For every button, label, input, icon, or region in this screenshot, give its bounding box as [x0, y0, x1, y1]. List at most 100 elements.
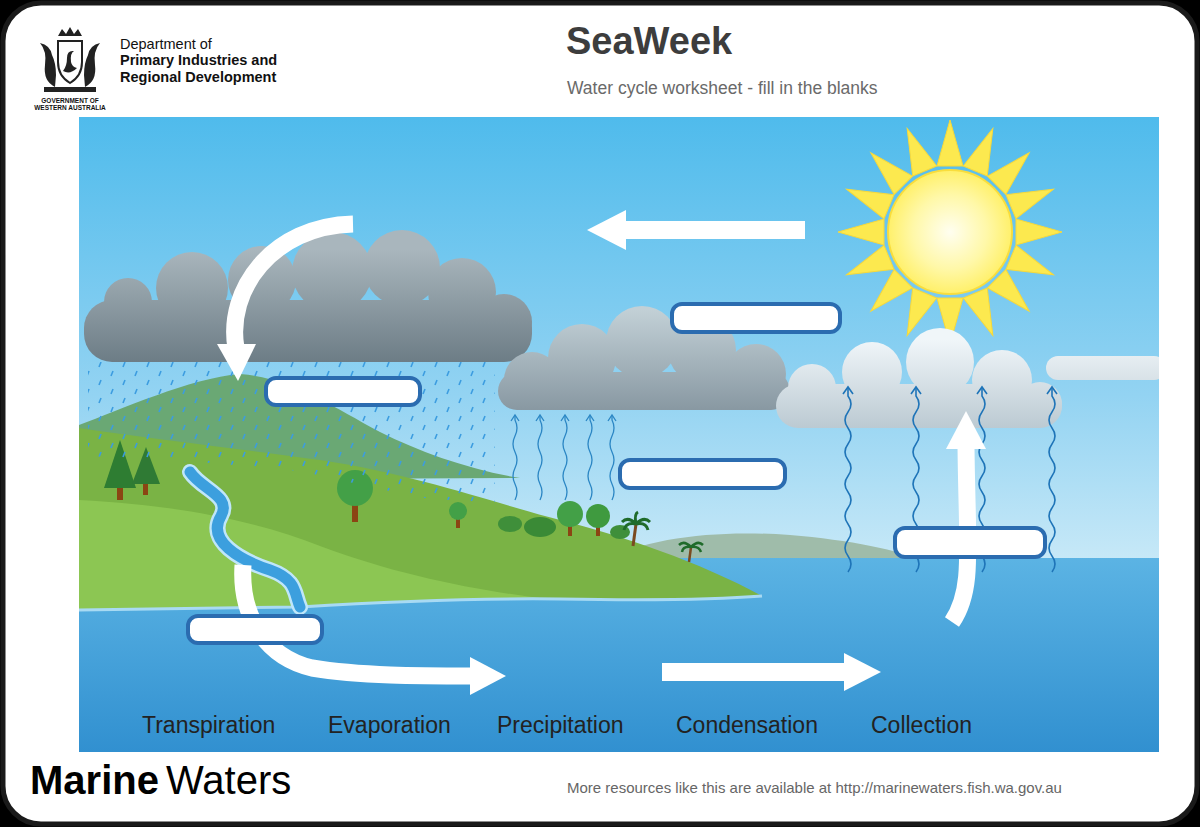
- answer-blank: [672, 304, 840, 332]
- round-tree: [449, 502, 467, 520]
- vapour-arrowhead: [561, 415, 569, 421]
- crest-kangaroo: [84, 43, 100, 87]
- arrow-shaft: [662, 663, 846, 681]
- rain: [88, 362, 495, 502]
- rain-cloud: [84, 230, 532, 362]
- crest-scroll: [44, 87, 96, 92]
- cloud-part: [476, 294, 532, 350]
- sun-ray: [862, 144, 913, 195]
- palm-trunk: [689, 547, 691, 562]
- vapour-line: [1049, 388, 1055, 572]
- word-bank-term: Condensation: [676, 712, 818, 738]
- government-text: GOVERNMENT OF WESTERN AUSTRALIA: [27, 97, 113, 111]
- answer-blank: [620, 460, 785, 488]
- sun-disc: [888, 170, 1012, 294]
- cloud-part: [606, 306, 678, 378]
- vapour-line: [513, 416, 517, 500]
- arrow-shaft: [235, 224, 353, 348]
- round-tree: [586, 504, 610, 528]
- palm-trunk: [633, 524, 636, 546]
- vapour-arrowhead: [843, 387, 853, 394]
- arrow-head: [844, 653, 881, 691]
- sun-ray: [1006, 245, 1058, 287]
- vapour-arrowhead: [1047, 387, 1057, 394]
- sun-ray: [842, 177, 894, 219]
- vapour-arrowhead: [608, 415, 616, 421]
- brand-text: Marine: [30, 760, 159, 800]
- cloud-part: [156, 252, 228, 324]
- cloud-part: [548, 324, 616, 392]
- worksheet-subtitle: Water cycle worksheet - fill in the blan…: [567, 78, 878, 98]
- vapour-line: [563, 416, 567, 500]
- forming-cloud: [776, 328, 1159, 428]
- cloud-part: [726, 344, 786, 404]
- palm-fronds: [679, 543, 703, 552]
- department-text: Department of: [120, 36, 212, 53]
- round-tree: [557, 501, 583, 527]
- vapour-arrowhead: [586, 415, 594, 421]
- vapour-line: [538, 416, 542, 500]
- vapour-arrowhead: [977, 387, 987, 394]
- cloud-part: [906, 328, 974, 396]
- department-text: Primary Industries and Regional Developm…: [120, 52, 286, 86]
- sun-ray: [963, 124, 1005, 176]
- sun-ray: [963, 288, 1005, 340]
- arrow-head: [946, 411, 986, 449]
- palm-fronds: [622, 512, 650, 530]
- land-foreground: [79, 500, 548, 610]
- vapour-arrowhead: [911, 387, 921, 394]
- sun-ray: [838, 219, 884, 245]
- shoreline: [79, 596, 762, 610]
- cloud-part: [788, 364, 836, 412]
- crest-swan: [63, 51, 77, 73]
- vapour-line: [845, 388, 851, 572]
- vapour-line: [610, 416, 614, 500]
- sun-ray: [842, 245, 894, 287]
- sun-ray: [937, 120, 963, 166]
- sun: [838, 120, 1062, 344]
- worksheet-title: SeaWeek: [566, 20, 732, 64]
- cloud-part: [104, 278, 152, 326]
- tree-trunk: [117, 488, 123, 500]
- answer-blank: [266, 378, 420, 405]
- cloud-part: [1046, 356, 1159, 380]
- word-bank-term: Transpiration: [142, 712, 275, 738]
- word-bank-term: Precipitation: [497, 712, 624, 738]
- sun-ray: [987, 269, 1038, 320]
- bush: [524, 517, 556, 537]
- transpiration-lines: [511, 415, 616, 500]
- arrow-shaft: [622, 221, 805, 239]
- vapour-line: [588, 416, 592, 500]
- vapour-arrowhead: [511, 415, 519, 421]
- tree-trunk: [143, 484, 148, 495]
- arrow-head: [470, 657, 506, 695]
- government-crest: [40, 27, 100, 92]
- cloud-part: [292, 232, 372, 312]
- water-cycle-scene: [79, 117, 1159, 752]
- sun-ray: [1016, 219, 1062, 245]
- word-bank-term: Evaporation: [328, 712, 451, 738]
- page-frame: [3, 3, 1197, 824]
- footer-text: More resources like this are available a…: [567, 779, 1062, 796]
- evaporation-lines: [843, 387, 1057, 572]
- answer-blank: [188, 616, 322, 643]
- crest-crown: [58, 27, 82, 36]
- vapour-arrowhead: [536, 415, 544, 421]
- word-bank-term: Collection: [871, 712, 972, 738]
- arrow-head: [217, 344, 256, 381]
- cloud-part: [842, 342, 902, 402]
- sun-ray: [987, 144, 1038, 195]
- brand-text: Waters: [166, 760, 291, 800]
- answer-blanks: [188, 304, 1045, 643]
- sun-ray: [1006, 177, 1058, 219]
- sun-ray: [895, 124, 937, 176]
- answer-blank: [895, 528, 1045, 557]
- crest-kangaroo: [40, 43, 56, 87]
- sun-ray: [862, 269, 913, 320]
- crest-shield: [58, 41, 82, 83]
- arrow-head: [587, 210, 626, 250]
- cycle-arrows: [217, 210, 986, 695]
